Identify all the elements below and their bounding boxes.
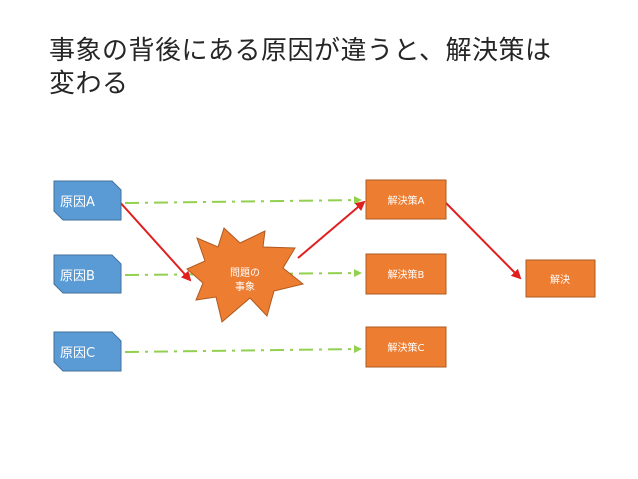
outcome-label: 解決 bbox=[550, 273, 570, 286]
solution-label-c: 解決策C bbox=[388, 341, 425, 354]
red-arrow-event-to-solution-a bbox=[297, 200, 366, 259]
dashed-link-cause-a-solution-a bbox=[124, 196, 362, 205]
cause-box-a: 原因A bbox=[53, 180, 122, 221]
problem-event-burst: 問題の 事象 bbox=[186, 227, 305, 323]
solution-label-b: 解決策B bbox=[388, 268, 425, 281]
red-arrow-cause-a-to-event bbox=[117, 199, 192, 282]
title-line-1: 事象の背後にある原因が違うと、解決策は bbox=[49, 36, 552, 66]
outcome-box: 解決 bbox=[525, 259, 596, 298]
event-label-line-2: 事象 bbox=[235, 280, 255, 293]
cause-label-b: 原因B bbox=[60, 269, 95, 284]
solution-box-b: 解決策B bbox=[365, 253, 447, 295]
solution-box-c: 解決策C bbox=[365, 326, 447, 368]
cause-box-c: 原因C bbox=[53, 331, 122, 372]
slide-title: 事象の背後にある原因が違うと、解決策は 変わる bbox=[49, 35, 609, 101]
cause-box-b: 原因B bbox=[53, 254, 122, 294]
title-line-2: 変わる bbox=[49, 69, 129, 99]
cause-label-a: 原因A bbox=[60, 195, 95, 210]
cause-label-c: 原因C bbox=[60, 346, 95, 361]
solution-label-a: 解決策A bbox=[388, 194, 425, 207]
dashed-link-cause-c-solution-c bbox=[124, 345, 362, 354]
red-arrow-solution-a-to-outcome bbox=[445, 202, 522, 280]
solution-box-a: 解決策A bbox=[365, 179, 447, 220]
event-label-line-1: 問題の bbox=[230, 267, 260, 279]
